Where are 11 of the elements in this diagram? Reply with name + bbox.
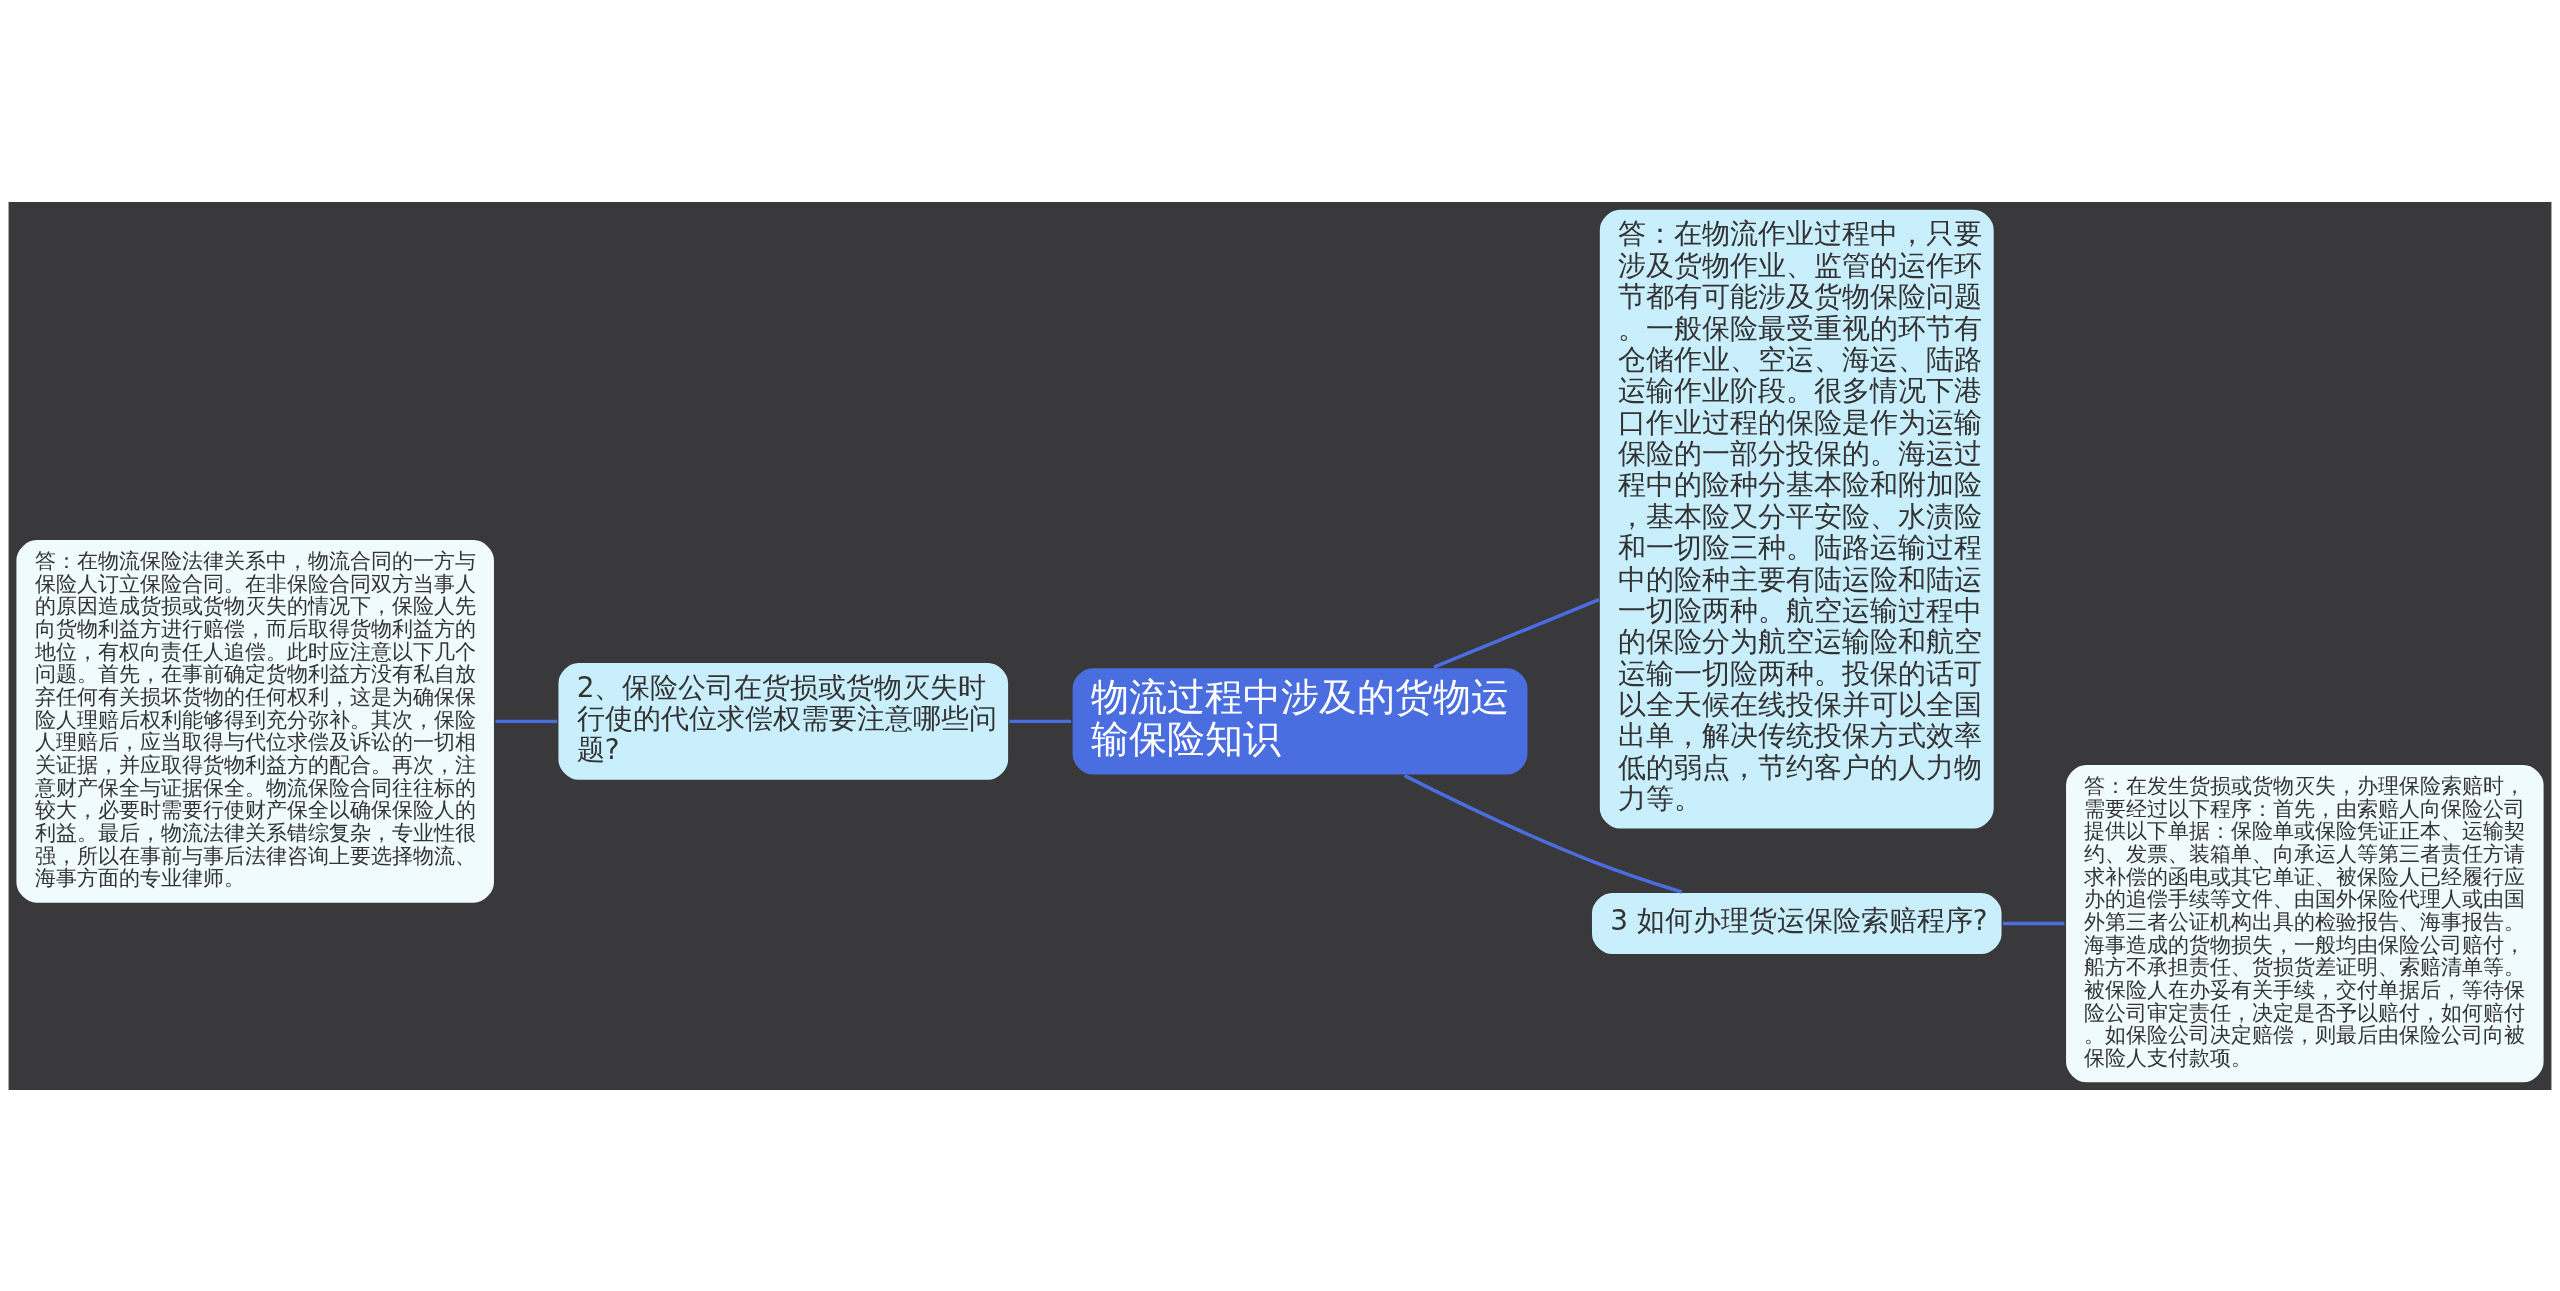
connector — [1403, 773, 1683, 894]
connector — [1009, 719, 1072, 723]
node-box: 物流过程中涉及的货物运输保险知识 — [1070, 666, 1530, 776]
node-box: 3 如何办理货运保险索赔程序? — [1590, 890, 2004, 956]
connector — [495, 719, 558, 723]
node-box: 答：在物流保险法律关系中，物流合同的一方与保险人订立保险合同。在非保险合同双方当事人的原因造成货损或货物灭失的情况下，保险人先向货物利益方进行赔偿，而后取得货物利益方的地位，有权向责任人追偿。此时应注意以下几个问题。首先，在事前确定货物利益方没有私自放弃任何有关损坏货物的任何权利，这是为确保保险人理赔后权利能够得到充分弥补。其次，保险人理赔后，应当取得与代位求偿及诉讼的一切相关证据，并应取得货物利益方的配合。再次，注意财产保全与证据保全。物流保险合同往往标的较大，必要时需要行使财产保全以确保保险人的利益。最后，物流法律关系错综复杂，专业性很强，所以在事前与事后法律咨询上要选择物流、海事方面的专业律师。 — [14, 537, 496, 904]
node-box: 2、保险公司在货损或货物灭失时行使的代位求偿权需要注意哪些问题? — [556, 660, 1010, 781]
node-box: 答：在物流作业过程中，只要涉及货物作业、监管的运作环节都有可能涉及货物保险问题。一般保险最受重视的环节有仓储作业、空运、海运、陆路运输作业阶段。很多情况下港口作业过程的保险是作为运输保险的一部分投保的。海运过程中的险种分基本险和附加险，基本险又分平安险、水渍险和一切险三种。陆路运输过程中的险种主要有陆运险和陆运一切险两种。航空运输过程中的保险分为航空运输险和航空运输一切险两种。投保的话可以全天候在线投保并可以全国出单，解决传统投保方式效率低的弱点，节约客户的人力物力等。 — [1598, 207, 1996, 830]
connector — [2003, 921, 2065, 925]
node-box: 答：在发生货损或货物灭失，办理保险索赔时，需要经过以下程序：首先，由索赔人向保险公司提供以下单据：保险单或保险凭证正本、运输契约、发票、装箱单、向承运人等第三者责任方请求补偿的函电或其它单证、被保险人已经履行应办的追偿手续等文件、由国外保险代理人或由国外第三者公证机构出具的检验报告、海事报告。海事造成的货物损失，一般均由保险公司赔付，船方不承担责任、货损货差证明、索赔清单等。被保险人在办妥有关手续，交付单据后，等待保险公司审定责任，决定是否予以赔付，如何赔付。如保险公司决定赔偿，则最后由保险公司向被保险人支付款项。 — [2064, 762, 2546, 1084]
connector — [1433, 597, 1600, 669]
